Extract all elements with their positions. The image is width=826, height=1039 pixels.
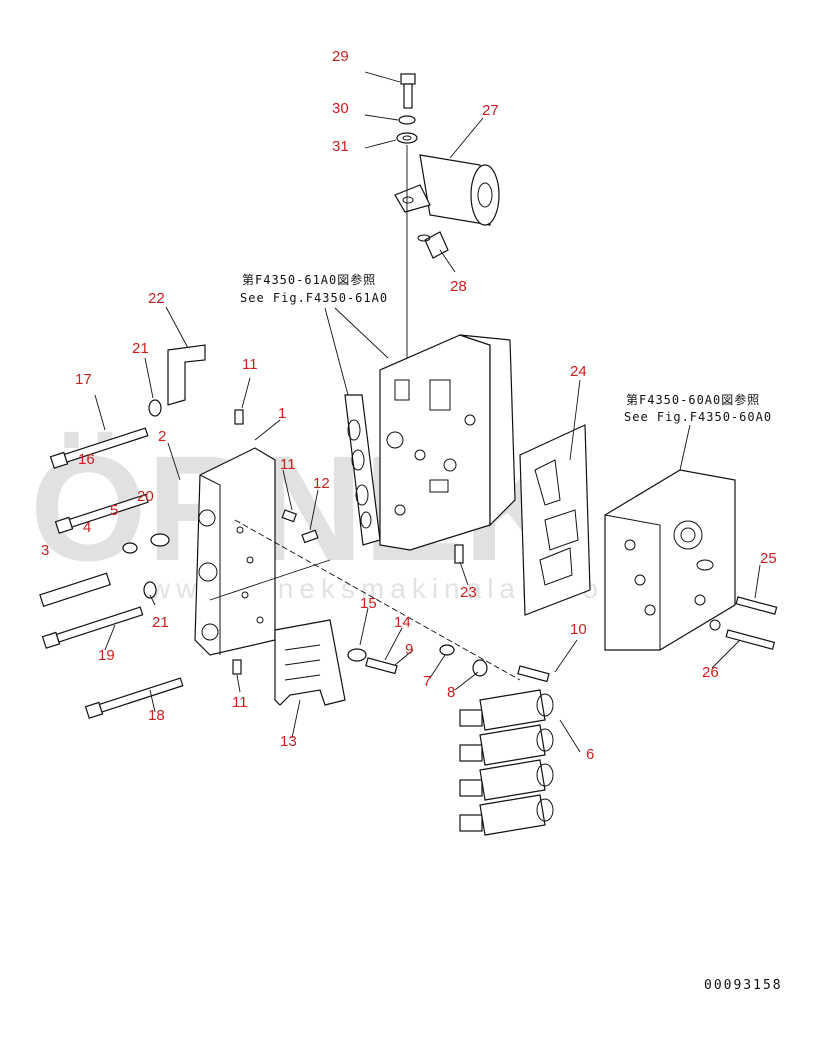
bolt-18-shank [98, 677, 184, 713]
washer-21-top [148, 399, 162, 417]
callout-25: 25 [760, 550, 777, 567]
valve-block [379, 334, 491, 551]
valve-block-side [459, 334, 516, 527]
callouts: 29 30 31 27 28 22 21 17 11 1 2 16 11 20 … [41, 48, 777, 763]
bracket-22 [167, 344, 206, 406]
callout-19: 19 [98, 647, 115, 664]
cover-13 [274, 619, 346, 706]
callout-14: 14 [394, 614, 411, 631]
callout-31: 31 [332, 138, 349, 155]
callout-28: 28 [450, 278, 467, 295]
callout-22: 22 [148, 290, 165, 307]
callout-21-lower: 21 [152, 614, 169, 631]
solenoid-assembly [394, 73, 500, 370]
plug-23 [454, 544, 464, 564]
bolt-19-shank [55, 606, 144, 643]
callout-2: 2 [158, 428, 166, 445]
plug-12 [301, 529, 319, 544]
callout-26: 26 [702, 664, 719, 681]
callout-18: 18 [148, 707, 165, 724]
callout-17: 17 [75, 371, 92, 388]
washer-31 [396, 132, 418, 144]
callout-27: 27 [482, 102, 499, 119]
bolt-29-shank [403, 83, 413, 109]
callout-24: 24 [570, 363, 587, 380]
reference-left: 第F4350-61A0図参照 See Fig.F4350-61A0 [240, 272, 388, 305]
bolt-25 [735, 596, 778, 615]
bolt-29-head [400, 73, 416, 85]
callout-30: 30 [332, 100, 349, 117]
callout-5: 5 [110, 502, 118, 519]
bolt-17-shank [63, 427, 149, 463]
plug-11-top [234, 409, 244, 425]
callout-11-top: 11 [242, 356, 258, 373]
bolt-5-shank [68, 493, 149, 528]
callout-20: 20 [137, 488, 154, 505]
leader-lines [94, 71, 761, 753]
oring-28 [424, 231, 449, 259]
part-20 [150, 533, 170, 547]
reference-right: 第F4350-60A0図参照 See Fig.F4350-60A0 [624, 392, 772, 424]
solenoid-bank-6 [459, 689, 554, 836]
right-housing [604, 469, 778, 651]
callout-11-mid: 11 [280, 456, 296, 473]
bolt-10 [517, 665, 550, 683]
callout-11-bottom: 11 [232, 694, 248, 711]
small-parts [347, 644, 550, 683]
reference-left-jp: 第F4350-61A0図参照 [242, 272, 376, 287]
left-bolts [39, 427, 184, 719]
separator-plate-24 [519, 424, 591, 616]
callout-6: 6 [586, 746, 594, 763]
solenoid-27-face [470, 164, 500, 226]
callout-3: 3 [41, 542, 49, 559]
washer-30 [398, 115, 416, 125]
washer-15 [347, 648, 367, 662]
bolt-14 [365, 657, 398, 675]
callout-1: 1 [278, 405, 286, 422]
callout-13: 13 [280, 733, 297, 750]
callout-12: 12 [313, 475, 330, 492]
plug-11-bottom [232, 659, 242, 675]
callout-29: 29 [332, 48, 349, 65]
callout-8: 8 [447, 684, 455, 701]
callout-9: 9 [405, 641, 413, 658]
callout-7: 7 [423, 673, 431, 690]
callout-23: 23 [460, 584, 477, 601]
bolt-26 [725, 629, 776, 650]
part-8 [472, 659, 488, 677]
part-7 [439, 644, 455, 656]
callout-15: 15 [360, 595, 377, 612]
drawing-number: 00093158 [704, 978, 783, 993]
callout-21-top: 21 [132, 340, 149, 357]
callout-4: 4 [83, 519, 91, 536]
plug-3 [39, 572, 111, 608]
callout-10: 10 [570, 621, 587, 638]
callout-16: 16 [78, 451, 95, 468]
part-4 [122, 542, 138, 554]
washer-21-lower [143, 581, 157, 599]
main-valve-body [344, 334, 516, 564]
reference-left-en: See Fig.F4350-61A0 [240, 291, 388, 305]
reference-right-en: See Fig.F4350-60A0 [624, 410, 772, 424]
reference-right-jp: 第F4350-60A0図参照 [626, 392, 760, 407]
plug-11-mid [281, 509, 298, 523]
